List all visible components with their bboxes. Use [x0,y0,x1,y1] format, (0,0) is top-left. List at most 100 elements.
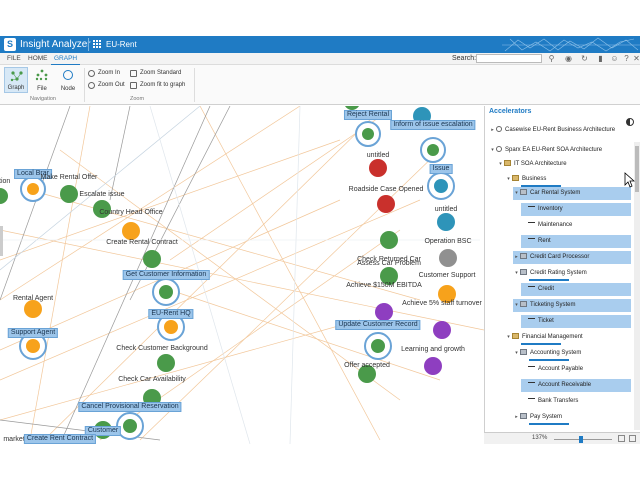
node-label[interactable]: Customer [84,426,122,436]
tree-item[interactable]: ▾Ticketing System [513,299,631,312]
node-label[interactable]: Escalate issue [79,191,125,198]
node-label[interactable]: Assess Car Problem [357,260,421,267]
tree-item[interactable]: ▸Pay System [513,411,631,424]
bookmark-icon[interactable]: ▮ [598,54,603,63]
node-label[interactable]: olution [0,178,11,185]
node-label[interactable]: Roadside Case Opened [348,186,424,193]
search-input[interactable] [476,54,542,63]
zoom-fit-button[interactable]: Zoom fit to graph [130,81,185,90]
eye-icon[interactable]: ◉ [565,54,572,63]
tree-item[interactable]: Rent [521,235,631,248]
tree-item[interactable]: ▾Business [505,173,631,186]
expand-icon[interactable]: ▸ [515,414,518,420]
tree-item[interactable]: Credit [521,283,631,296]
tree-item[interactable]: Account Receivable [521,379,631,392]
graph-node[interactable] [364,332,392,360]
graph-node[interactable] [438,285,456,303]
graph-node[interactable] [380,231,398,249]
tree-item[interactable]: Account Payable [521,363,631,376]
collapse-icon[interactable]: ▾ [507,334,510,340]
app-grid-icon[interactable] [93,40,102,49]
tree-item[interactable]: ▾IT SOA Architecture [497,158,631,171]
node-label[interactable]: Offer accepted [344,362,390,369]
graph-node[interactable] [439,249,457,267]
graph-node[interactable] [0,188,8,204]
tree-item[interactable]: ▾Credit Rating System [513,267,631,280]
node-label[interactable]: Rental Agent [12,295,54,302]
tab-home[interactable]: HOME [28,55,48,62]
node-label[interactable]: Get Customer Information [122,270,210,280]
graph-node[interactable] [420,137,446,163]
graph-node[interactable] [427,172,455,200]
collapse-icon[interactable]: ▾ [515,190,518,196]
panel-scrollbar[interactable] [634,142,640,430]
collapse-icon[interactable]: ▾ [515,270,518,276]
expand-icon[interactable]: ▸ [491,127,494,133]
graph-node[interactable] [93,200,111,218]
node-label[interactable]: Inform of issue escalation [390,120,476,130]
collapse-icon[interactable]: ▾ [515,350,518,356]
node-label[interactable]: Operation BSC [424,238,472,245]
file-view-button[interactable]: File [30,67,54,93]
tree-item[interactable]: Maintenance [521,219,631,232]
collapse-icon[interactable]: ▾ [491,147,494,153]
tree-item[interactable]: ▾Sparx EA EU-Rent SOA Architecture [489,144,631,157]
search-icon[interactable]: ⚲ [548,54,555,63]
graph-drawing[interactable] [0,106,484,444]
node-label[interactable]: Achieve $150M EBITDA [346,282,422,289]
user-icon[interactable]: ☺ [610,54,619,63]
collapse-icon[interactable]: ▾ [515,302,518,308]
panel-scrollbar-thumb[interactable] [635,146,639,192]
collapse-icon[interactable]: ▾ [499,161,502,167]
graph-node[interactable] [157,313,185,341]
node-label[interactable]: Local Brar [14,169,52,179]
contrast-icon[interactable] [626,118,634,126]
collapse-icon[interactable]: ▾ [507,176,510,182]
expand-icon[interactable]: ▸ [515,254,518,260]
zoom-slider-thumb[interactable] [579,436,583,443]
node-label[interactable]: Create Rental Contract [106,239,178,246]
close-icon[interactable]: ✕ [633,54,640,63]
graph-node[interactable] [437,213,455,231]
model-name[interactable]: EU-Rent [106,40,137,49]
node-label[interactable]: untitled [434,206,458,213]
node-label[interactable]: Support Agent [7,328,59,338]
node-label[interactable]: Reject Rental [343,110,393,120]
graph-node[interactable] [375,303,393,321]
node-label[interactable]: Create Rent Contract [23,434,97,444]
graph-node[interactable] [157,354,175,372]
fit-icon[interactable] [618,435,625,442]
tree-item[interactable]: ▾Accounting System [513,347,631,360]
settings-icon[interactable] [629,435,636,442]
node-label[interactable]: Check Customer Background [116,345,208,352]
tree-item[interactable]: ▸Credit Card Processor [513,251,631,264]
help-icon[interactable]: ? [624,54,629,63]
node-view-button[interactable]: Node [56,67,80,93]
graph-node[interactable] [20,176,46,202]
graph-node[interactable] [380,267,398,285]
node-label[interactable]: Achieve 5% staff turnover [402,300,482,307]
graph-node[interactable] [152,278,180,306]
zoom-out-button[interactable]: Zoom Out [88,81,125,90]
node-label[interactable]: Issue [429,164,453,174]
node-label[interactable]: Cancel Provisional Reservation [78,402,182,412]
graph-node[interactable] [24,300,42,318]
tree-item[interactable]: ▸Casewise EU-Rent Business Architecture [489,124,631,137]
node-label[interactable]: Make Rental Offer [40,174,98,181]
tree-item[interactable]: ▾Car Rental System [513,187,631,200]
graph-view-button[interactable]: Graph [4,67,28,93]
node-label[interactable]: untitled [366,152,390,159]
canvas-scrollbar[interactable] [0,226,3,256]
zoom-standard-button[interactable]: Zoom Standard [130,69,181,78]
node-label[interactable]: Update Customer Record [335,320,421,330]
graph-node[interactable] [369,159,387,177]
node-label[interactable]: EU-Rent HQ [148,309,194,319]
tab-file[interactable]: FILE [7,55,21,62]
tree-item[interactable]: Ticket [521,315,631,328]
graph-node[interactable] [60,185,78,203]
node-label[interactable]: Check Car Availability [118,376,186,383]
tree-item[interactable]: Bank Transfers [521,395,631,408]
node-label[interactable]: Check Returned Car [357,256,421,263]
graph-node[interactable] [122,222,140,240]
graph-node[interactable] [355,121,381,147]
